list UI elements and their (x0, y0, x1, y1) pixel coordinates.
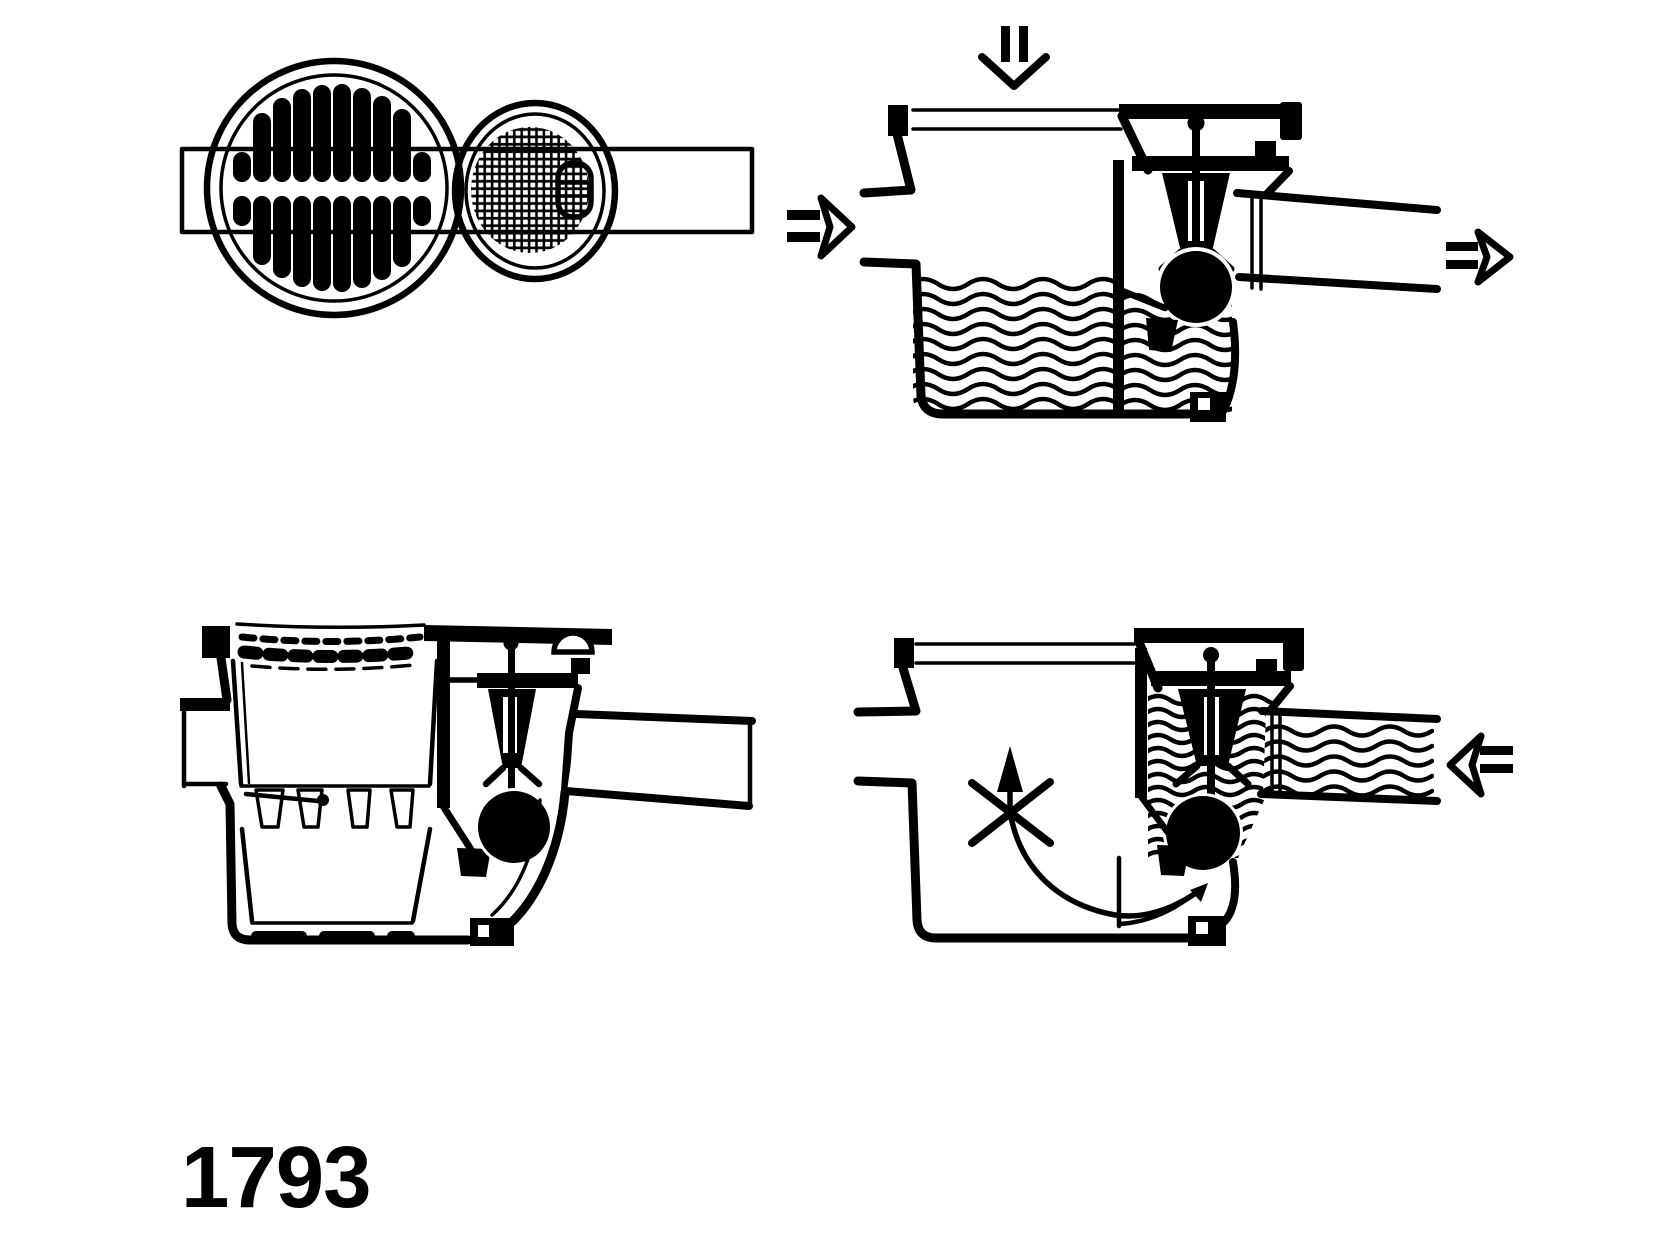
bucket-handle (243, 791, 321, 804)
rim-tab-left (894, 638, 914, 668)
outflow-arrow (1446, 228, 1514, 286)
valve-right-wall (561, 684, 582, 794)
tank-bottom-wall (859, 257, 1195, 419)
grate-slots (233, 84, 431, 292)
panel-plan-view (179, 57, 755, 319)
tank-left-wall (853, 663, 921, 717)
valve-plate (1132, 156, 1289, 171)
grate-inner-ring (219, 73, 449, 303)
valve-rod (1192, 118, 1200, 260)
valve-knob (571, 658, 590, 674)
tank-left-wall (859, 129, 916, 198)
strainer-mesh (471, 127, 589, 253)
tank-left-wall (216, 653, 232, 705)
panel-section-inflow (787, 26, 1514, 422)
float-ball (1160, 251, 1232, 323)
inflow-arrow (787, 194, 856, 260)
strainer-outer-ring (451, 99, 619, 283)
tank-bottom-wall (216, 781, 473, 945)
top-inflow-arrow (978, 26, 1050, 90)
chamber-water-waves (1120, 295, 1360, 410)
cross-out-mark (968, 778, 1054, 847)
tank-water-waves (908, 279, 1148, 409)
sediment-bucket (230, 658, 440, 941)
tank-open-top (911, 108, 1123, 131)
figure-number: 1793 (181, 1129, 371, 1226)
rim-tab-left (202, 626, 230, 658)
strainer-latch (555, 160, 594, 220)
strainer-inner-ring (464, 112, 606, 270)
valve-rod (508, 638, 515, 798)
rim-tab-right (1280, 102, 1302, 140)
cover-dome (551, 630, 595, 655)
valve-rim-bar (1119, 104, 1302, 119)
tank-divider-wall (437, 640, 450, 808)
outlet-pipe (562, 710, 756, 810)
valve-knob (1255, 141, 1276, 157)
backflow-arrow (1446, 732, 1513, 798)
grate-edge-view (235, 622, 426, 672)
valve-plate (477, 673, 578, 688)
grate-outer-ring (203, 57, 465, 319)
elbow-wall (1220, 318, 1240, 414)
valve-rod (1207, 650, 1215, 798)
elbow-wall (1220, 858, 1240, 926)
outlet-pipe (1240, 193, 1436, 289)
rim-tab-left (888, 105, 908, 136)
panel-section-backflow (853, 628, 1513, 946)
valve-rim-bar (1134, 628, 1304, 643)
valve-knob (1256, 659, 1277, 675)
tank-open-top (914, 642, 1136, 665)
inlet-pipe (181, 708, 229, 789)
blocked-flow-arrow (968, 746, 1208, 919)
tank-divider-wall (1135, 648, 1147, 798)
panel-section-bucket (180, 622, 756, 946)
outlet-pipe (1257, 707, 1441, 805)
tank-divider-wall (1113, 160, 1124, 410)
rim-tab-right (1283, 632, 1304, 671)
tank-bottom-wall (853, 776, 1193, 943)
